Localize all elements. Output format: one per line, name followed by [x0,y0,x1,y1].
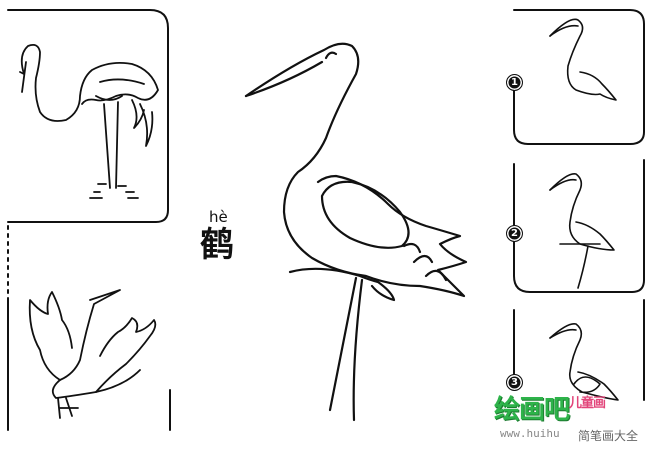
character-pinyin: hè [209,208,228,226]
panel-frame-bottom-left-edge [7,299,171,431]
crane-flying [28,289,157,419]
crane-main [244,42,468,422]
watermark-logo: 绘画吧儿童画 [494,395,606,425]
panel-frame-step-3 [513,299,645,401]
step-number-3: 3 [506,374,523,391]
panel-frame-step-1 [513,9,645,145]
watermark-url: www.huihu [500,427,560,440]
step-number-1: 1 [506,74,523,91]
watermark-subtitle: 简笔画大全 [578,429,639,443]
crane-step-2 [549,173,615,289]
crane-step-1 [549,18,617,101]
crane-step-3 [549,322,619,401]
crane-drinking [19,43,159,199]
step-number-2: 2 [506,225,523,242]
character-heading: 鹤 [200,225,234,265]
panel-frame-top-left [7,9,169,223]
panel-frame-step-2 [513,159,645,293]
watermark-logo-tail: 儿童画 [569,396,606,411]
watermark-logo-text: 绘画吧 [494,395,570,425]
